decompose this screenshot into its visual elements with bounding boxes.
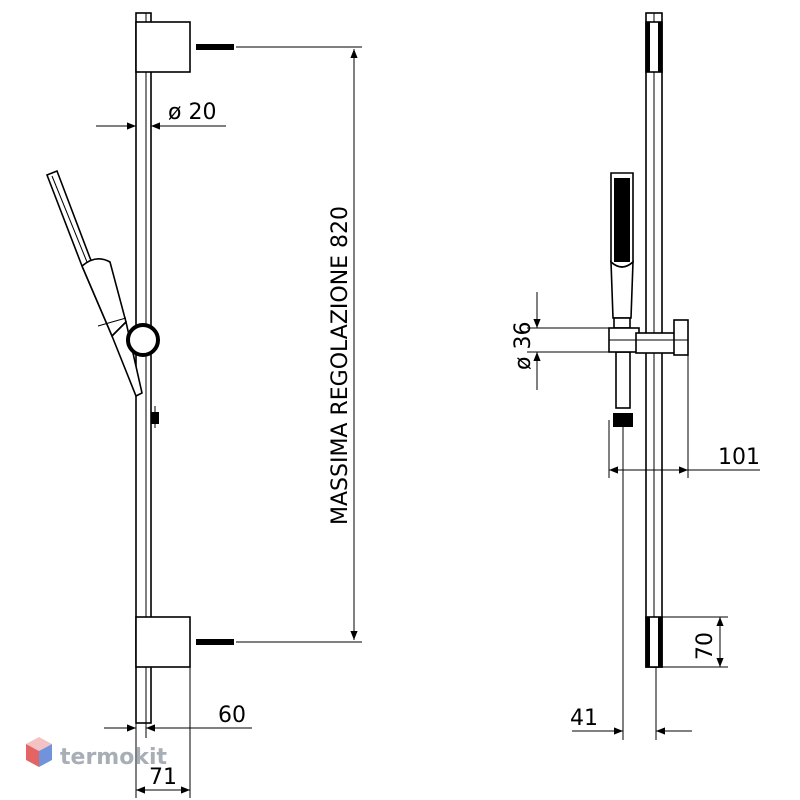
label-diameter-36: ø 36 — [511, 322, 536, 370]
label-bracket-depth-71: 71 — [149, 765, 177, 790]
front-slider-ring — [126, 323, 160, 357]
label-diameter-20: ø 20 — [168, 100, 216, 125]
side-hand-shower — [610, 172, 634, 427]
front-top-wall-plug — [196, 44, 234, 50]
label-max-adjustment: MASSIMA REGOLAZIONE 820 — [328, 206, 353, 525]
front-top-bracket — [135, 21, 191, 73]
side-hose-connector — [613, 413, 633, 427]
label-rail-offset-41: 41 — [570, 706, 598, 731]
front-hand-shower — [45, 169, 143, 398]
label-wall-offset-60: 60 — [218, 703, 246, 728]
front-bottom-wall-plug — [196, 639, 234, 645]
watermark-logo: termokit — [26, 737, 167, 770]
side-slider — [608, 319, 689, 356]
side-view: ø 36 101 70 41 — [511, 12, 760, 740]
front-bottom-bracket — [135, 616, 191, 668]
cube-icon — [26, 737, 52, 767]
front-view: MASSIMA REGOLAZIONE 820 ø 20 60 71 — [45, 12, 362, 798]
label-projection-101: 101 — [718, 445, 760, 470]
watermark-brand: termokit — [60, 745, 167, 770]
label-bracket-height-70: 70 — [693, 632, 718, 660]
